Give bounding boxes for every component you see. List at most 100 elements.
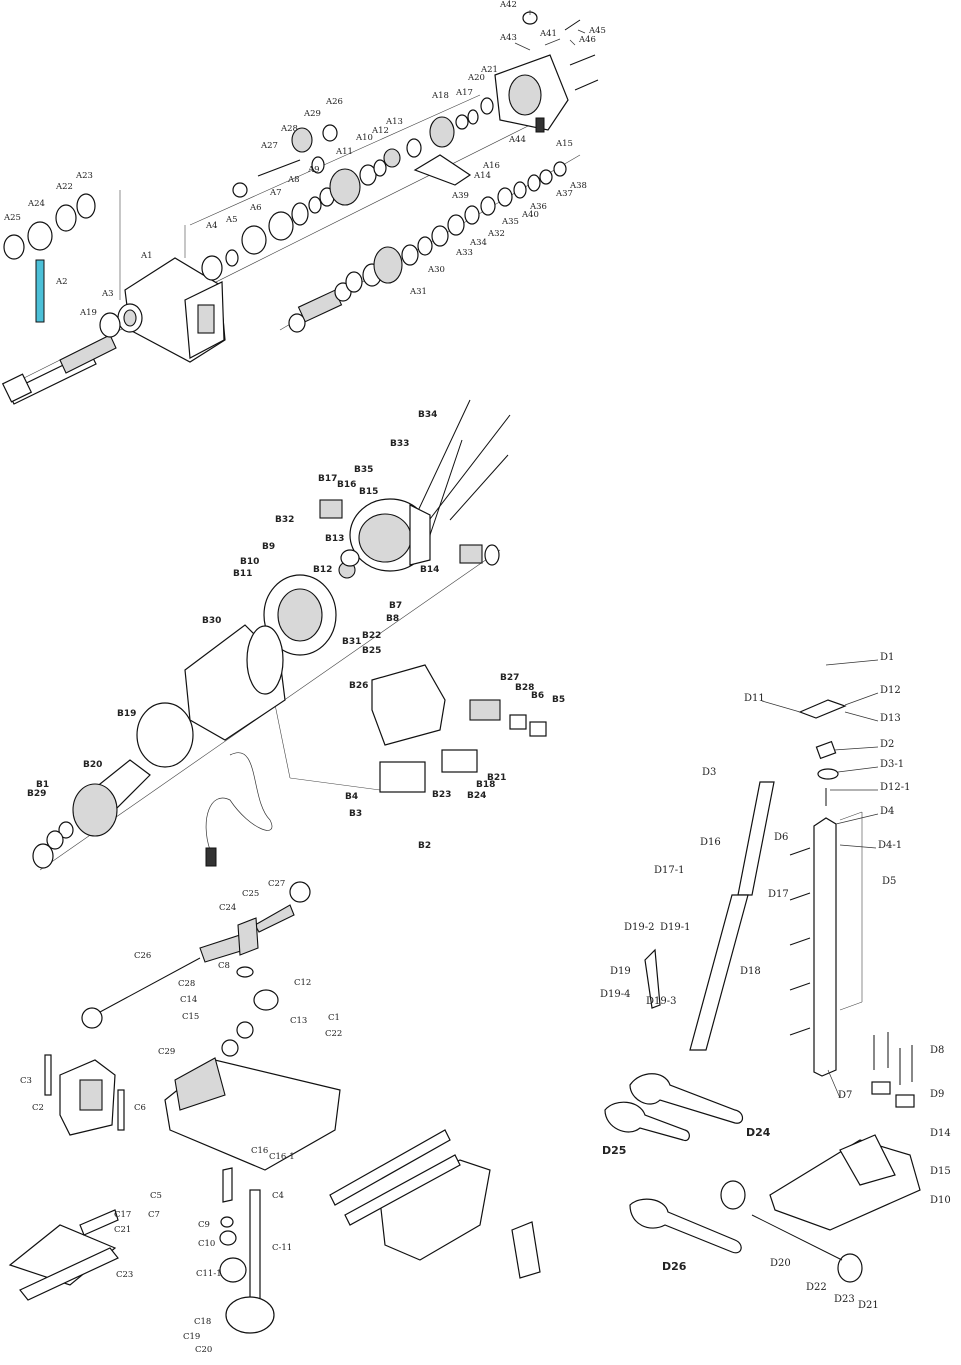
part-label: C25	[242, 889, 259, 899]
part-label: B27	[500, 673, 519, 683]
part-label: A19	[79, 308, 97, 318]
group-d-stand	[604, 699, 921, 1283]
motor-housing-part	[184, 624, 286, 741]
part-label: B5	[552, 695, 565, 705]
part-label: C17	[114, 1210, 131, 1220]
leader-line	[837, 766, 879, 773]
part-label: B10	[240, 557, 259, 567]
pinion-shaft-part	[219, 1167, 275, 1334]
part-label: B15	[359, 487, 378, 497]
part-label: A16	[482, 161, 500, 171]
part-label: C4	[272, 1191, 284, 1201]
part-label: C16-1	[269, 1152, 295, 1162]
part-label: D12	[880, 685, 901, 696]
power-cord-part	[205, 752, 273, 851]
part-label: C20	[195, 1345, 212, 1355]
part-label: A22	[55, 182, 73, 192]
part-label: C29	[158, 1047, 175, 1057]
part-label: C26	[134, 951, 151, 961]
part-label: D24	[746, 1126, 771, 1139]
top-plate-part	[798, 699, 847, 719]
part-label: B21	[487, 773, 506, 783]
part-label: A38	[569, 181, 587, 191]
part-label: A2	[55, 277, 68, 287]
part-label: D21	[858, 1300, 879, 1311]
part-label: D23	[834, 1294, 855, 1305]
part-label: D25	[602, 1144, 626, 1157]
part-label: A3	[101, 289, 114, 299]
part-label: C28	[178, 979, 195, 989]
fan-baffle-part	[136, 702, 194, 768]
part-label: D16	[700, 837, 721, 848]
part-label: C21	[114, 1225, 131, 1235]
leader-line	[514, 42, 531, 51]
handle-knob-part	[289, 881, 311, 903]
part-label: B34	[418, 410, 437, 420]
part-label: A21	[480, 65, 498, 75]
part-label: B24	[467, 791, 486, 801]
switch-box-part	[371, 664, 547, 793]
part-label: A36	[529, 202, 547, 212]
part-label: B30	[202, 616, 221, 626]
part-label: D8	[930, 1045, 944, 1056]
part-label: D2	[880, 739, 894, 750]
part-label: A30	[427, 265, 445, 275]
part-label: B35	[354, 465, 373, 475]
part-label: A13	[385, 117, 403, 127]
part-label: A26	[325, 97, 343, 107]
side-plate-part	[329, 1129, 541, 1279]
part-label: A46	[578, 35, 596, 45]
part-label: D7	[838, 1090, 852, 1101]
gear-block-part	[44, 1054, 125, 1136]
wrench-d26-part	[629, 1198, 742, 1254]
leader-line	[761, 700, 801, 713]
drive-shaft-part	[35, 259, 45, 323]
part-label: D14	[930, 1128, 951, 1139]
part-label: D19-3	[646, 996, 676, 1007]
part-label: A29	[303, 109, 321, 119]
part-label: A20	[467, 73, 485, 83]
part-label: B19	[117, 709, 136, 719]
leader-line	[569, 39, 576, 46]
leader-line	[833, 746, 879, 751]
part-label: B7	[389, 601, 402, 611]
part-label: C5	[150, 1191, 162, 1201]
part-label: D19-2	[624, 922, 654, 933]
part-label: A24	[27, 199, 45, 209]
part-label: A7	[269, 188, 282, 198]
part-label: D22	[806, 1282, 827, 1293]
stator-part	[263, 574, 337, 656]
part-label: A15	[555, 139, 573, 149]
part-label: A14	[473, 171, 491, 181]
part-label: A41	[539, 29, 557, 39]
gear-housing-part	[117, 257, 226, 363]
part-label: D13	[880, 713, 901, 724]
part-label: A37	[555, 189, 573, 199]
part-label: D19-1	[660, 922, 690, 933]
part-label: C14	[180, 995, 197, 1005]
gear-and-ring-parts	[3, 97, 567, 338]
part-label: C12	[294, 978, 311, 988]
part-label: B16	[337, 480, 356, 490]
part-label: D19-4	[600, 989, 630, 1000]
part-label: A27	[260, 141, 278, 151]
spindle-part	[1, 334, 117, 405]
bearing-part	[46, 830, 64, 850]
end-bell-part	[349, 498, 431, 572]
part-label: C2	[32, 1103, 44, 1113]
wheel-part	[720, 1180, 746, 1210]
part-label: D18	[740, 966, 761, 977]
group-c-carriage	[8, 881, 541, 1334]
part-label: B11	[233, 569, 252, 579]
part-label: A34	[469, 238, 487, 248]
armature-part	[72, 759, 151, 837]
wrench-d25-part	[604, 1101, 690, 1142]
part-label: D17	[768, 889, 789, 900]
part-label: A33	[455, 248, 473, 258]
part-label: C18	[194, 1317, 211, 1327]
part-label: D6	[774, 832, 788, 843]
part-label: C7	[148, 1210, 160, 1220]
part-label: A28	[280, 124, 298, 134]
part-label: A5	[225, 215, 238, 225]
